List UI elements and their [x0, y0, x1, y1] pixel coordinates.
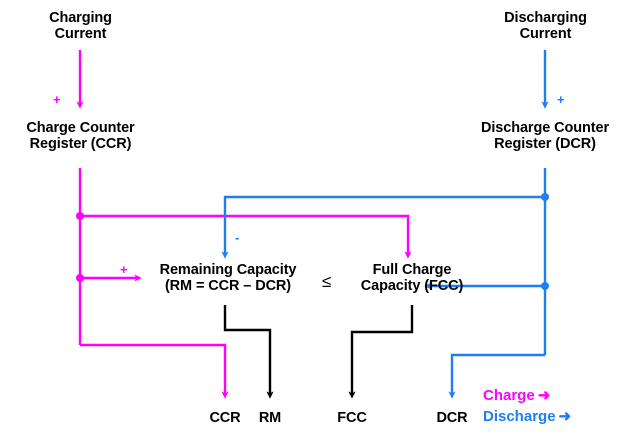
output-label-fcc: FCC [337, 410, 367, 426]
wire-fcc-to-output [348, 305, 414, 399]
charge-wires [76, 50, 412, 399]
discharging-current-line2: Current [519, 26, 572, 43]
wire-dcr-to-rm [221, 195, 545, 259]
full-charge-capacity-line2: Capacity (FCC) [360, 278, 464, 295]
legend-charge-arrow-icon: ➜ [537, 387, 551, 404]
legend-discharge-label: Discharge [483, 408, 556, 425]
neutral-wires [223, 305, 414, 399]
ccr-line2: Register (CCR) [29, 136, 132, 153]
ccr-line1: Charge Counter [26, 120, 135, 136]
dcr-line2: Register (DCR) [494, 136, 596, 153]
wire-ccr-to-fcc [80, 214, 412, 259]
remaining-capacity-label: Remaining Capacity(RM = CCR – DCR) [142, 262, 314, 294]
wire-dcr-to-output [448, 353, 545, 399]
junction-dot-ccr-upper [76, 212, 84, 220]
legend-charge-row: Charge➜ [483, 388, 550, 403]
charging-current-line2: Current [54, 26, 107, 43]
charging-current-line1: Charging [49, 10, 112, 26]
junction-dot-ccr-lower [76, 274, 84, 282]
output-label-ccr: CCR [209, 410, 241, 426]
remaining-capacity-line2: (RM = CCR – DCR) [164, 278, 292, 295]
discharge-wires [221, 50, 549, 399]
junction-dot-dcr-upper [541, 193, 549, 201]
junction-dot-dcr-lower [541, 282, 549, 290]
full-charge-capacity-line1: Full Charge [372, 262, 452, 278]
rm-minus-sign: - [235, 230, 240, 245]
discharging-current-line1: Discharging [504, 10, 587, 26]
output-label-rm: RM [258, 410, 282, 426]
legend-discharge-arrow-icon: ➜ [558, 408, 572, 425]
dcr-line1: Discharge Counter [480, 120, 610, 136]
wire-rm-to-output [223, 305, 274, 399]
wire-ccr-to-output [80, 343, 229, 399]
charging-current-sign: + [53, 92, 61, 107]
legend-charge-label: Charge [483, 387, 535, 404]
output-label-dcr: DCR [436, 410, 468, 426]
remaining-capacity-line1: Remaining Capacity [159, 262, 297, 278]
rm-plus-sign: + [120, 262, 128, 277]
discharging-current-sign: + [557, 92, 565, 107]
legend-discharge-row: Discharge➜ [483, 409, 571, 424]
comparator-symbol: ≤ [322, 272, 332, 291]
